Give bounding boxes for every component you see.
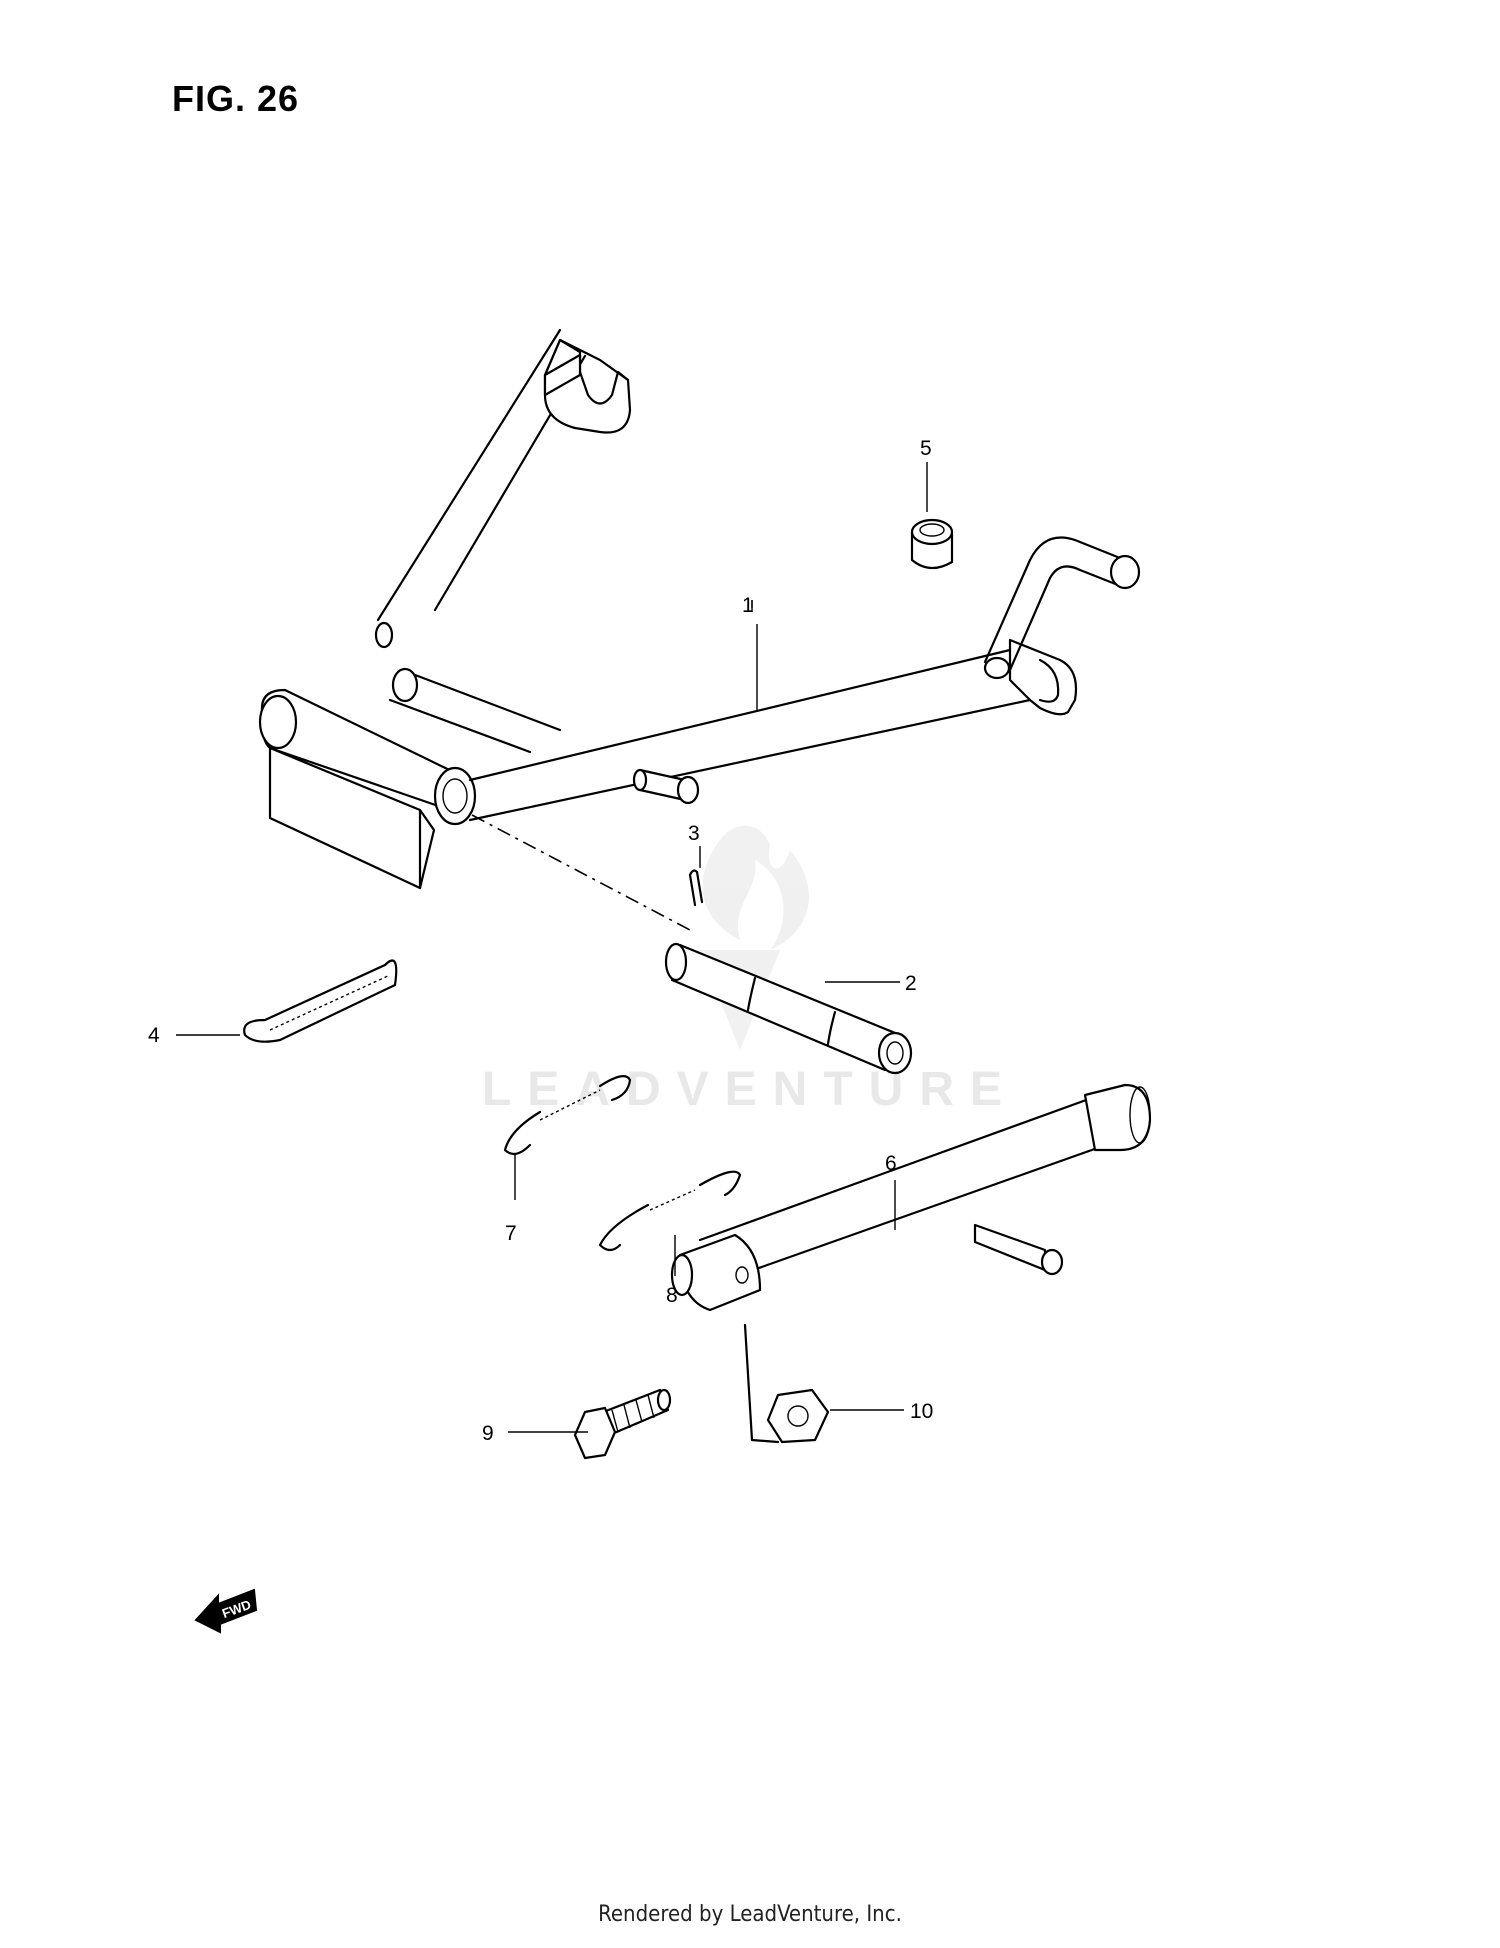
side-spring-8-part (598, 1170, 742, 1252)
stand-shaft-part (664, 942, 913, 1075)
cotter-pin-part (688, 869, 704, 907)
callout-9: 9 (482, 1422, 494, 1445)
watermark-text: LEADVENTURE (481, 1063, 1019, 1116)
stopper-cushion-part (910, 518, 954, 570)
stand-spring-part (243, 959, 398, 1043)
side-spring-7-part (503, 1075, 632, 1156)
assembly-leader (743, 1323, 780, 1444)
callout-3: 3 (688, 822, 700, 845)
callout-5: 5 (920, 437, 932, 460)
callout-8: 8 (666, 1284, 678, 1307)
nut-part (766, 1388, 830, 1444)
figure-title: FIG. 26 (172, 78, 300, 119)
callout-leaders (176, 462, 928, 1433)
side-stand-part (670, 1083, 1152, 1312)
callout-1: 1 (742, 594, 754, 617)
forward-arrow-icon: FWD (194, 1588, 258, 1634)
callout-2: 2 (905, 972, 917, 995)
footer-credit: Rendered by LeadVenture, Inc. (598, 1902, 902, 1927)
callout-7: 7 (505, 1222, 517, 1245)
bolt-part (573, 1388, 672, 1460)
callout-6: 6 (885, 1152, 897, 1175)
center-stand-part (258, 328, 1141, 890)
callout-10: 10 (910, 1400, 933, 1423)
center-line (471, 814, 691, 931)
callout-4: 4 (148, 1024, 160, 1047)
